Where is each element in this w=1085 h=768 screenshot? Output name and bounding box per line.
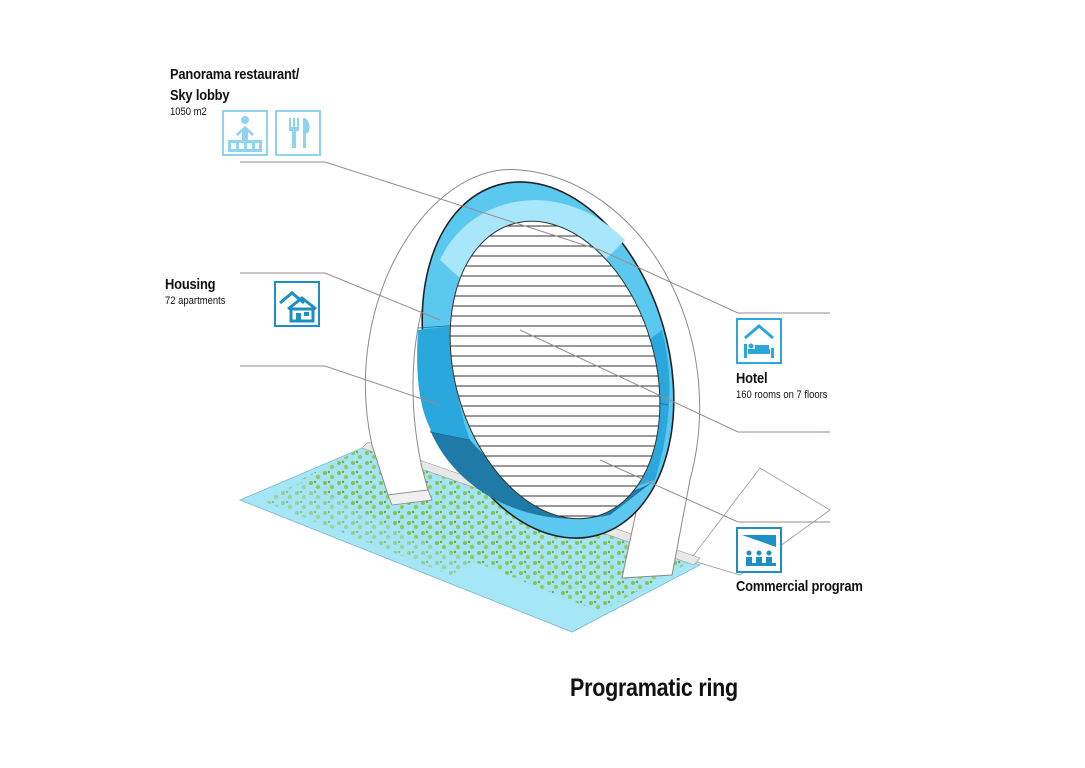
blue-ring — [417, 181, 694, 539]
hotel-rooms: 160 rooms on 7 floors — [736, 389, 828, 401]
panorama-title-line1: Panorama restaurant/ — [170, 66, 300, 83]
houses-icon — [274, 281, 320, 327]
hotel-title: Hotel — [736, 370, 768, 387]
leader-lines — [240, 161, 830, 523]
commercial-label: Commercial program — [736, 576, 883, 597]
audience-icon — [736, 527, 782, 573]
housing-title: Housing — [165, 276, 216, 293]
diagram-caption: Programatic ring — [570, 674, 738, 702]
sky-lobby-person-icon — [222, 110, 268, 156]
housing-label: Housing 72 apartments — [165, 274, 235, 308]
fork-knife-icon — [275, 110, 321, 156]
panorama-area: 1050 m2 — [170, 106, 207, 118]
commercial-title: Commercial program — [736, 578, 863, 595]
housing-count: 72 apartments — [165, 295, 226, 307]
hotel-label: Hotel 160 rooms on 7 floors — [736, 368, 842, 402]
bed-icon — [736, 318, 782, 364]
panorama-label: Panorama restaurant/ Sky lobby 1050 m2 — [170, 64, 320, 119]
panorama-title-line2: Sky lobby — [170, 87, 230, 104]
